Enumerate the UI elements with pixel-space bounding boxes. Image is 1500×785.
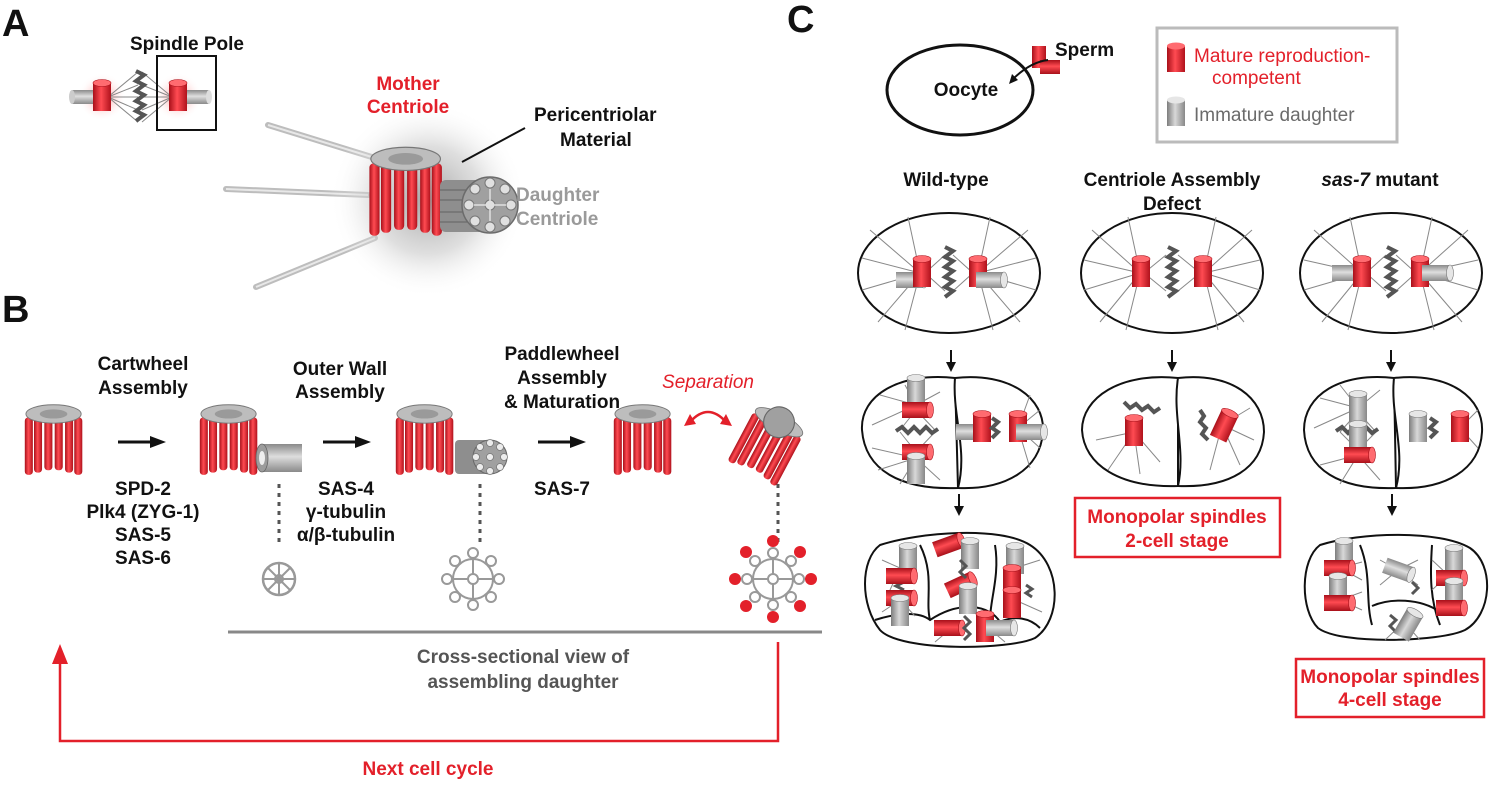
legend-immature-label: Immature daughter	[1194, 105, 1355, 126]
defect-2cell	[1080, 376, 1266, 488]
next-cycle-arrow	[52, 642, 780, 743]
cross-section-paddlewheel	[729, 535, 817, 623]
sas7-4cell	[1303, 533, 1489, 642]
spindle-pole-label: Spindle Pole	[130, 34, 244, 55]
column-defect-2: Defect	[1143, 194, 1202, 215]
stage3-label-3: & Maturation	[504, 392, 620, 413]
proteins2-item-3: α/β-tubulin	[297, 525, 395, 546]
stage1-centriole	[24, 404, 83, 476]
mother-centriole-label-1: Mother	[376, 74, 440, 95]
down-arrows-row2	[954, 494, 1397, 516]
stage3-centriole	[395, 404, 508, 476]
separation-label: Separation	[662, 372, 754, 393]
legend-mature-swatch	[1167, 42, 1185, 72]
proteins1-item-1: SPD-2	[115, 479, 171, 500]
legend-mature-label-2: competent	[1212, 68, 1301, 89]
legend: Mature reproduction- competent Immature …	[1155, 26, 1399, 144]
arrow-stage2	[323, 436, 371, 448]
oocyte-outline	[885, 43, 1035, 137]
cross-section-label-1: Cross-sectional view of	[417, 647, 630, 668]
oocyte-label: Oocyte	[934, 80, 998, 101]
cross-section-cartwheel	[261, 561, 297, 597]
monopolar-2cell-label-1: Monopolar spindles	[1087, 507, 1266, 528]
defect-1cell	[1080, 212, 1264, 334]
wildtype-2cell	[860, 374, 1048, 490]
panel-label-a: A	[2, 3, 29, 45]
sas7-1cell	[1299, 212, 1483, 334]
monopolar-4cell-label-1: Monopolar spindles	[1300, 667, 1479, 688]
next-cycle-label: Next cell cycle	[363, 759, 494, 780]
proteins2-item-2: γ-tubulin	[306, 502, 386, 523]
pcm-label-1: Pericentriolar	[534, 105, 657, 126]
stage3-label-1: Paddlewheel	[504, 344, 619, 365]
daughter-centriole	[440, 176, 519, 234]
proteins1-item-4: SAS-6	[115, 548, 171, 569]
cross-section-label-2: assembling daughter	[427, 672, 619, 693]
down-arrows-row1	[946, 350, 1396, 372]
arrow-stage1	[118, 436, 166, 448]
mini-spindle-diagram	[69, 55, 217, 131]
column-wildtype: Wild-type	[903, 170, 988, 191]
separated-daughter-centriole	[726, 400, 808, 488]
stage1-label-1: Cartwheel	[98, 354, 189, 375]
sperm-centriole	[1009, 46, 1060, 84]
cross-section-outer-wall	[441, 547, 505, 611]
stage2-label-1: Outer Wall	[293, 359, 387, 380]
proteins2-item-1: SAS-4	[318, 479, 374, 500]
legend-immature-swatch	[1167, 96, 1185, 126]
daughter-centriole-label-1: Daughter	[516, 185, 600, 206]
column-defect-1: Centriole Assembly	[1084, 170, 1261, 191]
stage3-label-2: Assembly	[517, 368, 607, 389]
monopolar-4cell-box	[1294, 657, 1486, 719]
monopolar-4cell-label-2: 4-cell stage	[1338, 690, 1442, 711]
wildtype-1cell	[857, 212, 1041, 334]
mother-centriole-label-2: Centriole	[367, 97, 449, 118]
panel-label-c: C	[787, 0, 814, 41]
proteins1-item-2: Plk4 (ZYG-1)	[87, 502, 200, 523]
column-sas7: sas-7 mutant	[1321, 170, 1439, 191]
panel-c: Oocyte Sperm Mature reproduction- compet…	[857, 26, 1489, 719]
separation-arrow	[684, 410, 732, 426]
cross-section-connectors	[277, 484, 780, 543]
pcm-pointer-line	[461, 127, 526, 163]
proteins3-item-1: SAS-7	[534, 479, 590, 500]
arrow-stage3	[538, 436, 586, 448]
stage2-label-2: Assembly	[295, 382, 385, 403]
panel-label-b: B	[2, 289, 29, 331]
separated-mother-centriole	[613, 404, 672, 476]
panel-a: Spindle Pole	[69, 34, 657, 298]
legend-mature-label-1: Mature reproduction-	[1194, 46, 1370, 67]
panel-b: Cartwheel Assembly Outer Wall Assembly P…	[24, 344, 822, 780]
sperm-label: Sperm	[1055, 40, 1114, 61]
stage1-label-2: Assembly	[98, 378, 188, 399]
pcm-label-2: Material	[560, 130, 632, 151]
proteins1-item-3: SAS-5	[115, 525, 171, 546]
monopolar-2cell-box	[1073, 496, 1282, 559]
sas7-2cell	[1302, 376, 1484, 490]
stage2-centriole	[199, 404, 303, 476]
monopolar-2cell-label-2: 2-cell stage	[1125, 531, 1229, 552]
wildtype-4cell	[864, 531, 1056, 648]
spindle-pole-box	[156, 55, 217, 131]
daughter-centriole-label-2: Centriole	[516, 209, 598, 230]
